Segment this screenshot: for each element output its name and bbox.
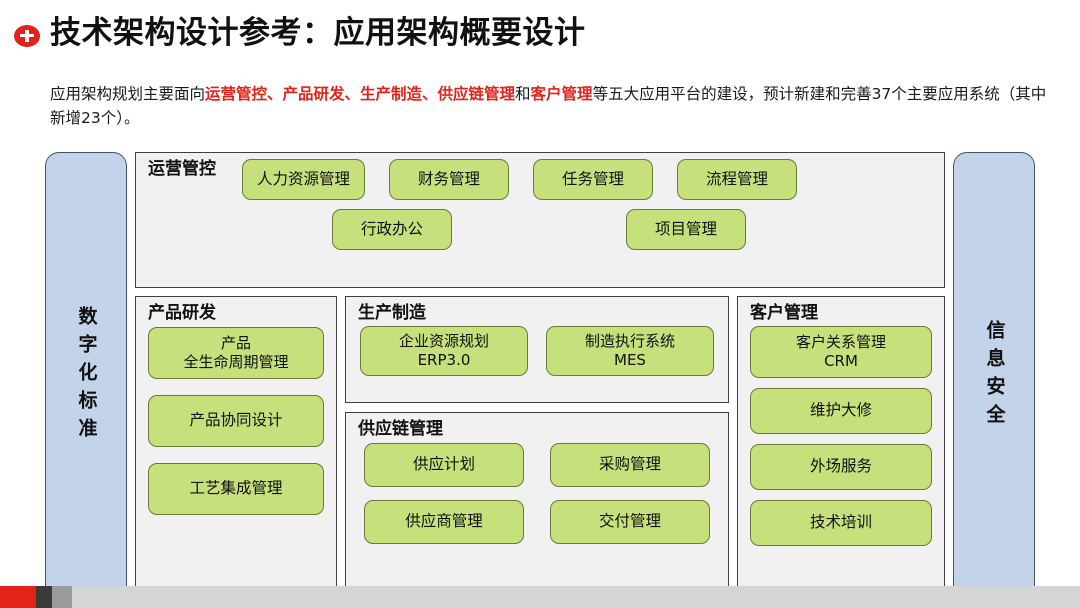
panel-product-rnd: 产品研发 产品全生命周期管理 产品协同设计 工艺集成管理 xyxy=(135,296,337,600)
supply-chain-chip-grid: 供应计划 采购管理 供应商管理 交付管理 xyxy=(346,439,728,544)
panel-manufacturing-title: 生产制造 xyxy=(358,303,426,323)
chip-hr-management[interactable]: 人力资源管理 xyxy=(242,159,366,200)
intro-part-1: 应用架构规划主要面向 xyxy=(50,85,206,103)
product-rnd-chip-list: 产品全生命周期管理 产品协同设计 工艺集成管理 xyxy=(136,323,336,599)
chip-supplier-management[interactable]: 供应商管理 xyxy=(364,499,524,544)
page-title-text: 技术架构设计参考：应用架构概要设计 xyxy=(50,15,586,51)
chip-finance-management[interactable]: 财务管理 xyxy=(389,159,510,200)
operations-chip-rows: 人力资源管理 财务管理 任务管理 流程管理 行政办公 项目管理 xyxy=(136,153,944,250)
operations-row-1: 人力资源管理 财务管理 任务管理 流程管理 xyxy=(242,159,934,200)
right-pillar-label: 信息安全 xyxy=(983,320,1006,432)
chip-maintenance-overhaul[interactable]: 维护大修 xyxy=(750,387,932,434)
intro-highlight-2: 客户管理 xyxy=(530,85,593,103)
chip-process-management[interactable]: 流程管理 xyxy=(677,159,798,200)
diagram-lower-region: 产品研发 产品全生命周期管理 产品协同设计 工艺集成管理 生产制造 企业资源规划… xyxy=(135,296,945,600)
bottom-strip-red-block xyxy=(0,586,36,608)
right-pillar-information-security: 信息安全 xyxy=(953,152,1035,600)
panel-operations: 运营管控 人力资源管理 财务管理 任务管理 流程管理 行政办公 项目管理 xyxy=(135,152,945,288)
intro-paragraph: 应用架构规划主要面向运营管控、产品研发、生产制造、供应链管理和客户管理等五大应用… xyxy=(50,82,1050,130)
bottom-strip xyxy=(0,586,1080,608)
architecture-diagram: 数字化标准 运营管控 人力资源管理 财务管理 任务管理 流程管理 行政办公 项目… xyxy=(45,152,1035,600)
chip-process-integration-management[interactable]: 工艺集成管理 xyxy=(148,462,324,515)
chip-technical-training[interactable]: 技术培训 xyxy=(750,499,932,546)
panel-operations-title: 运营管控 xyxy=(148,159,216,179)
left-pillar-digital-standard: 数字化标准 xyxy=(45,152,127,600)
diagram-center-column: 运营管控 人力资源管理 财务管理 任务管理 流程管理 行政办公 项目管理 产品研… xyxy=(135,152,945,600)
operations-row-2: 行政办公 项目管理 xyxy=(242,209,934,250)
chip-task-management[interactable]: 任务管理 xyxy=(533,159,654,200)
chip-procurement-management[interactable]: 采购管理 xyxy=(550,442,710,487)
panel-supply-chain: 供应链管理 供应计划 采购管理 供应商管理 交付管理 xyxy=(345,412,729,600)
chip-administrative-office[interactable]: 行政办公 xyxy=(332,209,452,250)
intro-highlight-1: 运营管控、产品研发、生产制造、供应链管理 xyxy=(205,85,516,103)
left-pillar-label: 数字化标准 xyxy=(75,306,98,446)
chip-product-collaborative-design[interactable]: 产品协同设计 xyxy=(148,394,324,447)
bottom-strip-gray-block xyxy=(52,586,72,608)
page-title: 技术架构设计参考：应用架构概要设计 xyxy=(14,18,586,49)
intro-part-2: 和 xyxy=(515,85,531,103)
chip-product-lifecycle-management[interactable]: 产品全生命周期管理 xyxy=(148,326,324,379)
panel-customer-management-title: 客户管理 xyxy=(750,303,818,323)
bottom-strip-dark-block xyxy=(36,586,52,608)
chip-supply-planning[interactable]: 供应计划 xyxy=(364,442,524,487)
chip-delivery-management[interactable]: 交付管理 xyxy=(550,499,710,544)
chip-field-service[interactable]: 外场服务 xyxy=(750,443,932,490)
panel-supply-chain-title: 供应链管理 xyxy=(358,419,443,439)
chip-project-management[interactable]: 项目管理 xyxy=(626,209,746,250)
intro-part-3: 等五大应用平台的建设，预计新建和完善37个主要应用系统（其中新增23个）。 xyxy=(50,85,1047,128)
panel-product-rnd-title: 产品研发 xyxy=(148,303,216,323)
plus-circle-icon xyxy=(14,24,40,47)
